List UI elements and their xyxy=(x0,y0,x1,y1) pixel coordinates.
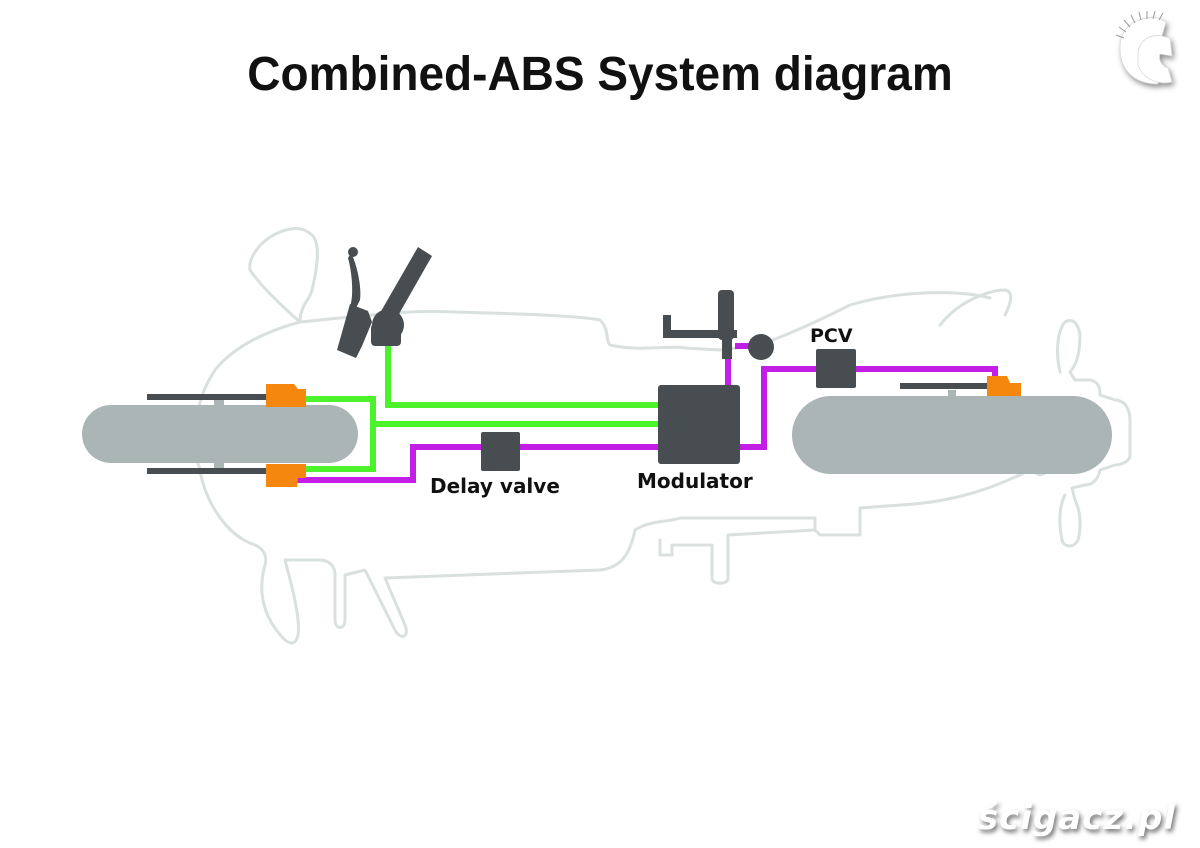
front-caliper-upper xyxy=(266,384,306,407)
rear-wheel xyxy=(792,383,1112,474)
front-brake-lever xyxy=(337,247,432,358)
front-caliper-lower xyxy=(266,464,306,487)
rear-brake-pedal xyxy=(663,290,774,360)
pcv-label: PCV xyxy=(810,325,853,347)
diagram-title: Combined-ABS System diagram xyxy=(247,45,953,101)
rear-swingarm xyxy=(900,383,990,389)
front-wheel xyxy=(82,394,358,474)
watermark: ścigacz.pl xyxy=(977,798,1176,838)
delay-valve xyxy=(481,432,520,471)
front-fork-lower xyxy=(147,468,267,474)
modulator-label: Modulator xyxy=(637,469,753,493)
front-fork-upper xyxy=(147,394,267,400)
front-brake-lines xyxy=(305,345,660,472)
pcv-valve xyxy=(816,349,856,388)
rear-caliper xyxy=(987,376,1021,396)
delay-valve-label: Delay valve xyxy=(430,474,560,498)
rear-brake-lines xyxy=(297,343,998,483)
modulator xyxy=(658,385,740,464)
helmet-logo-icon xyxy=(1115,10,1173,85)
